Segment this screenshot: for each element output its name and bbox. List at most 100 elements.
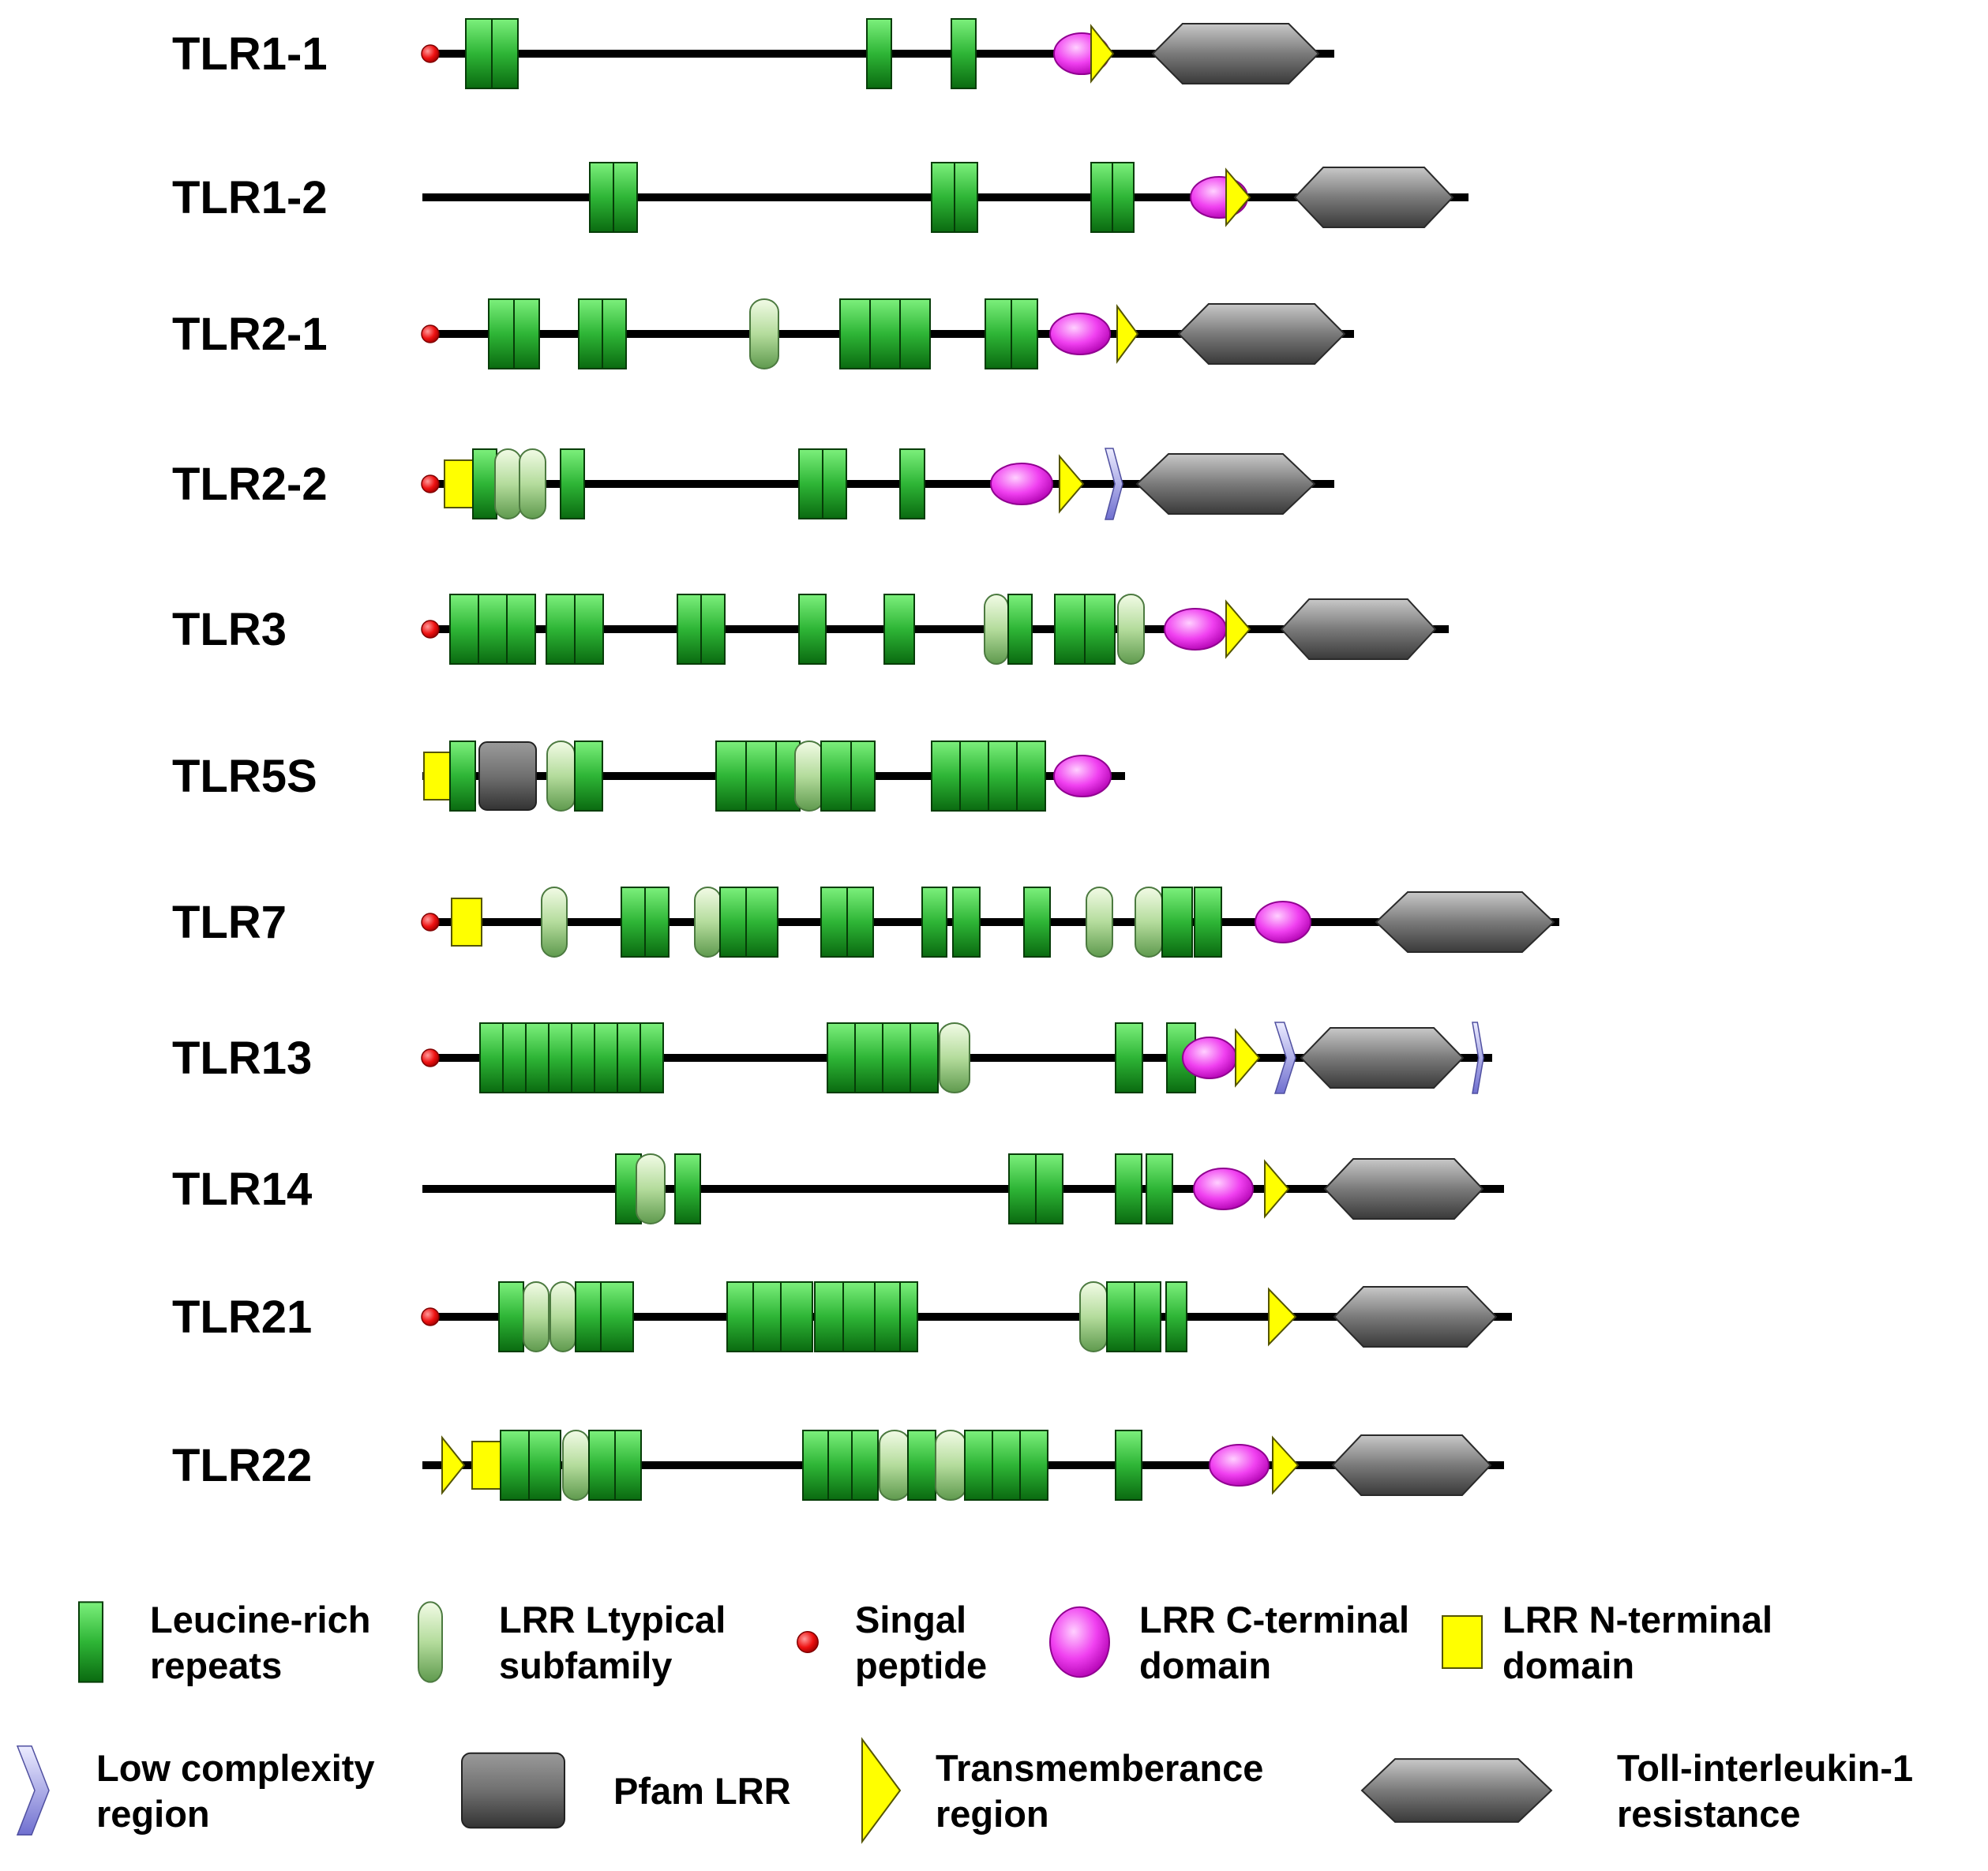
legend-label: Leucine-rich [150,1599,370,1640]
leucine-rich-repeat-icon [827,1430,853,1501]
protein-label: TLR13 [172,1033,312,1084]
signal-peptide-icon [421,913,440,932]
protein-row: TLR22 [172,1430,1504,1501]
protein-label: TLR1-1 [172,28,328,80]
low-complexity-region-icon [1105,448,1123,520]
protein-label: TLR14 [172,1164,312,1215]
protein-row: TLR2-2 [172,448,1334,520]
protein-row: TLR14 [172,1153,1504,1224]
legend-label: repeats [150,1644,282,1686]
legend-label: Low complexity [96,1747,375,1789]
leucine-rich-repeat-icon [1084,594,1116,665]
leucine-rich-repeat-icon [850,741,876,812]
protein-row: TLR13 [172,1022,1492,1094]
leucine-rich-repeat-icon [589,162,614,233]
leucine-rich-repeat-icon [1112,162,1135,233]
tir-domain-icon [1375,891,1555,953]
leucine-rich-repeat-icon [600,1281,634,1352]
lrr-n-terminal-domain-icon [451,898,482,947]
lrr-atypical-icon [1117,594,1145,665]
legend-label: LRR Ltypical [499,1599,726,1640]
transmembrane-region-icon [1090,24,1115,84]
leucine-rich-repeat-icon [1115,1153,1142,1224]
transmembrane-region-icon [1225,167,1251,227]
leucine-rich-repeat-icon [719,887,747,958]
leucine-rich-repeat-icon [882,1022,911,1093]
leucine-rich-repeat-icon [613,162,638,233]
tir-domain-icon [1293,167,1454,228]
lrr-c-terminal-domain-icon [1193,1168,1254,1210]
lrr-atypical-icon [984,594,1009,665]
protein-label: TLR1-2 [172,172,328,223]
protein-label: TLR22 [172,1440,312,1491]
lrr-atypical-icon [562,1430,590,1501]
pfam-lrr-icon [461,1752,565,1829]
leucine-rich-repeat-icon [1016,741,1046,812]
legend-label: Transmemberance [936,1747,1263,1789]
leucine-rich-repeat-icon [846,887,874,958]
legend-label: domain [1139,1644,1271,1686]
leucine-rich-repeat-icon [954,162,978,233]
leucine-rich-repeat-icon [907,1430,936,1501]
leucine-rich-repeat-icon [866,18,892,89]
leucine-rich-repeat-icon [500,1430,530,1501]
lrr-atypical-icon [1086,887,1113,958]
legend-label: subfamily [499,1644,672,1686]
lrr-c-terminal-domain-icon [1053,755,1112,797]
leucine-rich-repeat-icon [992,1430,1021,1501]
leucine-rich-repeat-icon [899,298,931,369]
lrr-n-terminal-domain-icon [1442,1615,1483,1669]
leucine-rich-repeat-icon [677,594,702,665]
transmembrane-region-icon [1225,599,1251,659]
low-complexity-region-icon [1273,1022,1296,1094]
lrr-c-terminal-domain-icon [1255,901,1311,943]
leucine-rich-repeat-icon [1115,1022,1143,1093]
leucine-rich-repeat-icon [621,887,646,958]
lrr-atypical-icon [749,298,779,369]
lrr-c-terminal-domain-icon [1182,1037,1237,1079]
tir-domain-icon [1323,1158,1484,1220]
leucine-rich-repeat-icon [575,1281,602,1352]
leucine-rich-repeat-icon [472,448,497,519]
leucine-rich-repeat-icon [745,741,777,812]
lrr-atypical-icon [494,448,522,519]
tir-domain-icon [1135,453,1316,515]
leucine-rich-repeat-icon [964,1430,993,1501]
leucine-rich-repeat-icon [525,1022,550,1093]
legend-label: Singal [855,1599,966,1640]
leucine-rich-repeat-icon [802,1430,829,1501]
leucine-rich-repeat-icon [1165,1281,1187,1352]
leucine-rich-repeat-icon [1019,1430,1048,1501]
legend-label: Pfam LRR [613,1770,791,1812]
lrr-atypical-icon [794,741,824,812]
lrr-atypical-icon [939,1022,970,1093]
leucine-rich-repeat-icon [465,18,493,89]
protein-label: TLR2-2 [172,459,328,510]
leucine-rich-repeat-icon [560,448,585,519]
protein-row: TLR1-1 [172,18,1334,89]
pfam-lrr-icon [478,741,537,811]
leucine-rich-repeat-icon [1023,887,1051,958]
lrr-c-terminal-domain-icon [1164,608,1227,651]
lrr-atypical-icon [541,887,568,958]
leucine-rich-repeat-icon [644,887,670,958]
leucine-rich-repeat-icon [827,1022,856,1093]
protein-label: TLR3 [172,604,287,655]
leucine-rich-repeat-icon [1146,1153,1173,1224]
leucine-rich-repeat-icon [574,594,604,665]
protein-tracks: TLR1-1TLR1-2TLR2-1TLR2-2TLR3TLR5STLR7TLR… [172,18,1559,1501]
leucine-rich-repeat-icon [820,741,852,812]
signal-peptide-icon [421,474,440,493]
transmembrane-region-icon [441,1435,466,1495]
leucine-rich-repeat-icon [726,1281,754,1352]
leucine-rich-repeat-icon [700,594,726,665]
protein-row: TLR7 [172,887,1559,958]
leucine-rich-repeat-icon [1035,1153,1063,1224]
legend-label: LRR C-terminal [1139,1599,1409,1640]
leucine-rich-repeat-icon [899,448,925,519]
leucine-rich-repeat-icon [578,298,603,369]
lrr-atypical-icon [1079,1281,1108,1352]
lrr-n-terminal-domain-icon [444,459,474,508]
